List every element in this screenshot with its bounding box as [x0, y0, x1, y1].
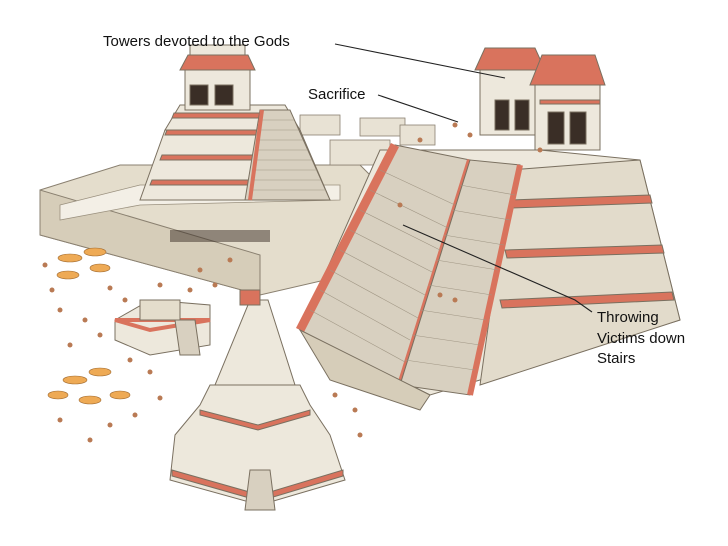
main-pyramid: [295, 47, 681, 411]
throwing-leader-line: [402, 224, 593, 313]
sacrifice-leader-line: [377, 94, 459, 123]
throwing-line-2: Victims down: [597, 329, 686, 347]
throwing-line-3: Stairs: [597, 350, 636, 367]
towers-leader-line: [334, 43, 506, 79]
small-platform: [114, 299, 211, 356]
throwing-callout-label: Throwing Victims down Stairs: [597, 308, 685, 370]
towers-callout-label: Towers devoted to the Gods: [103, 33, 290, 50]
crowd: [42, 122, 543, 443]
sacrifice-callout-label: Sacrifice: [308, 86, 366, 103]
round-temple: [169, 289, 346, 511]
throwing-line-1: Throwing: [597, 309, 659, 326]
left-pyramid: [139, 44, 331, 201]
leader-lines: [334, 43, 593, 313]
